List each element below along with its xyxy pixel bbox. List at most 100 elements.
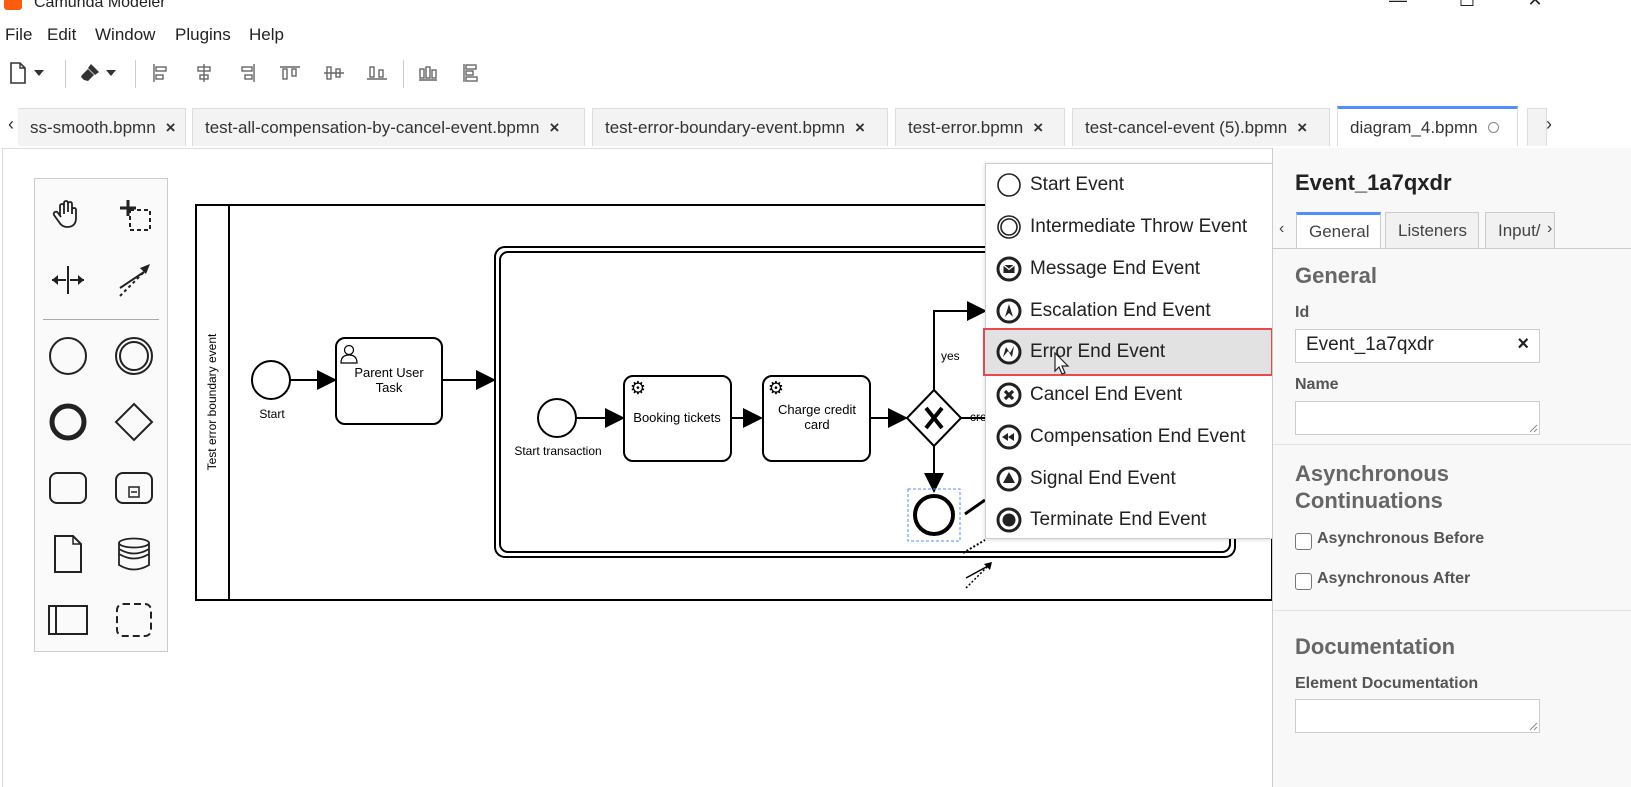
global-connect-tool-icon[interactable]	[111, 257, 157, 303]
tab-close-icon[interactable]: ×	[1033, 117, 1044, 137]
replace-intermediate-throw-event[interactable]: Intermediate Throw Event	[986, 206, 1272, 247]
create-gateway-icon[interactable]	[111, 399, 157, 445]
menu-plugins[interactable]: Plugins	[175, 25, 231, 44]
new-file-icon[interactable]	[6, 58, 30, 88]
replace-message-end-event[interactable]: Message End Event	[986, 248, 1272, 289]
minimize-icon[interactable]: —	[1389, 0, 1407, 10]
align-right-icon[interactable]	[236, 58, 260, 88]
replace-terminate-end-event[interactable]: Terminate End Event	[986, 499, 1272, 540]
create-data-store-icon[interactable]	[111, 531, 157, 577]
tabs-scroll-right-icon[interactable]: ›	[1546, 114, 1552, 134]
tab-diagram-4[interactable]: diagram_4.bpmn	[1337, 106, 1518, 146]
align-bottom-icon[interactable]	[365, 58, 389, 88]
replace-cancel-end-event[interactable]: Cancel End Event	[986, 374, 1272, 415]
resize-handle-icon[interactable]	[1528, 721, 1538, 731]
create-start-event-icon[interactable]	[45, 333, 91, 379]
id-value: Event_1a7qxdr	[1306, 334, 1434, 355]
clear-id-icon[interactable]: ×	[1517, 333, 1529, 355]
align-middle-icon[interactable]	[322, 58, 346, 88]
tab-ss-smooth[interactable]: ss-smooth.bpmn ×	[18, 108, 186, 146]
create-intermediate-event-icon[interactable]	[111, 333, 157, 379]
maximize-icon[interactable]: ☐	[1458, 0, 1476, 10]
space-tool-icon[interactable]	[45, 257, 91, 303]
terminate-end-event-icon	[996, 507, 1022, 532]
async-before-checkbox[interactable]	[1295, 533, 1312, 550]
start-event-icon	[997, 172, 1021, 197]
hand-tool-icon[interactable]	[45, 191, 91, 237]
tab-test-all-compensation[interactable]: test-all-compensation-by-cancel-event.bp…	[192, 108, 585, 146]
props-tab-general[interactable]: General	[1296, 212, 1381, 248]
align-top-icon[interactable]	[278, 58, 302, 88]
cre-label: cre	[970, 410, 987, 424]
props-tab-listeners[interactable]: Listeners	[1385, 212, 1479, 248]
replace-start-event[interactable]: Start Event	[986, 164, 1272, 205]
distribute-vertical-icon[interactable]	[459, 58, 483, 88]
documentation-heading: Documentation	[1295, 634, 1456, 659]
async-after-label: Asynchronous After	[1317, 570, 1471, 587]
tab-label: test-error-boundary-event.bpmn	[605, 117, 846, 137]
create-subprocess-icon[interactable]	[111, 465, 157, 511]
props-tabs-right-icon[interactable]: ›	[1547, 220, 1553, 237]
signal-end-event-icon	[996, 466, 1022, 491]
element-documentation-textarea[interactable]	[1295, 699, 1540, 733]
props-tab-input-output[interactable]: Input/	[1485, 212, 1555, 248]
tab-test-error[interactable]: test-error.bpmn ×	[895, 108, 1065, 146]
replace-error-end-event[interactable]: Error End Event	[983, 328, 1273, 376]
close-window-icon[interactable]: ✕	[1527, 0, 1543, 10]
create-pool-icon[interactable]	[45, 597, 91, 643]
element-documentation-label: Element Documentation	[1295, 675, 1479, 692]
align-left-icon[interactable]	[148, 58, 172, 88]
id-input[interactable]: Event_1a7qxdr ×	[1295, 329, 1540, 363]
pool-label: Test error boundary event	[205, 333, 219, 470]
tab-overflow[interactable]	[1527, 108, 1547, 146]
tab-close-icon[interactable]: ×	[1297, 117, 1308, 137]
tab-close-icon[interactable]: ×	[549, 117, 560, 137]
lasso-tool-icon[interactable]	[111, 191, 157, 237]
create-data-object-icon[interactable]	[45, 531, 91, 577]
name-textarea[interactable]	[1295, 401, 1540, 435]
booking-tickets-label: Booking tickets	[633, 410, 721, 425]
create-task-icon[interactable]	[45, 465, 91, 511]
toolbar	[0, 58, 520, 90]
start-transaction-label: Start transaction	[514, 444, 601, 458]
cancel-end-event-icon	[996, 382, 1022, 407]
tabs-scroll-left-icon[interactable]: ‹	[8, 114, 14, 134]
selected-end-event[interactable]	[913, 494, 955, 536]
context-pad-connect-arrow-icon[interactable]	[965, 562, 992, 589]
compensation-end-event-icon	[996, 424, 1022, 449]
start-transaction-event[interactable]	[537, 398, 577, 438]
menu-edit[interactable]: Edit	[47, 25, 77, 44]
align-center-icon[interactable]	[192, 58, 216, 88]
tab-test-cancel-event[interactable]: test-cancel-event (5).bpmn ×	[1072, 108, 1330, 146]
menu-file[interactable]: File	[5, 25, 33, 44]
id-label: Id	[1295, 304, 1310, 321]
tab-test-error-boundary[interactable]: test-error-boundary-event.bpmn ×	[592, 108, 888, 146]
context-pad-connect-icon[interactable]	[964, 498, 986, 516]
name-label: Name	[1295, 376, 1339, 393]
resize-handle-icon[interactable]	[1528, 423, 1538, 433]
menu-window[interactable]: Window	[95, 25, 156, 44]
async-after-checkbox[interactable]	[1295, 573, 1312, 590]
create-group-icon[interactable]	[111, 597, 157, 643]
replace-escalation-end-event[interactable]: Escalation End Event	[986, 290, 1272, 331]
tab-close-icon[interactable]: ×	[855, 117, 865, 137]
menu-help[interactable]: Help	[249, 25, 284, 44]
replace-compensation-end-event[interactable]: Compensation End Event	[986, 416, 1272, 457]
element-id-title: Event_1a7qxdr	[1295, 170, 1452, 195]
new-file-dropdown-icon[interactable]	[32, 58, 46, 88]
start-event[interactable]	[251, 360, 291, 400]
distribute-horizontal-icon[interactable]	[416, 58, 440, 88]
replace-popup-menu: Start Event Intermediate Throw Event Mes…	[983, 163, 1273, 540]
menu-item-label: Error End Event	[1030, 341, 1166, 362]
error-end-event-icon	[996, 339, 1022, 365]
tab-label: test-error.bpmn	[908, 117, 1024, 137]
replace-signal-end-event[interactable]: Signal End Event	[986, 458, 1272, 499]
selection-outline	[907, 488, 961, 542]
create-end-event-icon[interactable]	[45, 399, 91, 445]
tab-close-icon[interactable]: ×	[165, 117, 176, 137]
brush-dropdown-icon[interactable]	[104, 58, 118, 88]
menu-item-label: Compensation End Event	[1030, 425, 1246, 447]
props-tabs-left-icon[interactable]: ‹	[1279, 220, 1285, 237]
paint-brush-icon[interactable]	[78, 58, 102, 88]
